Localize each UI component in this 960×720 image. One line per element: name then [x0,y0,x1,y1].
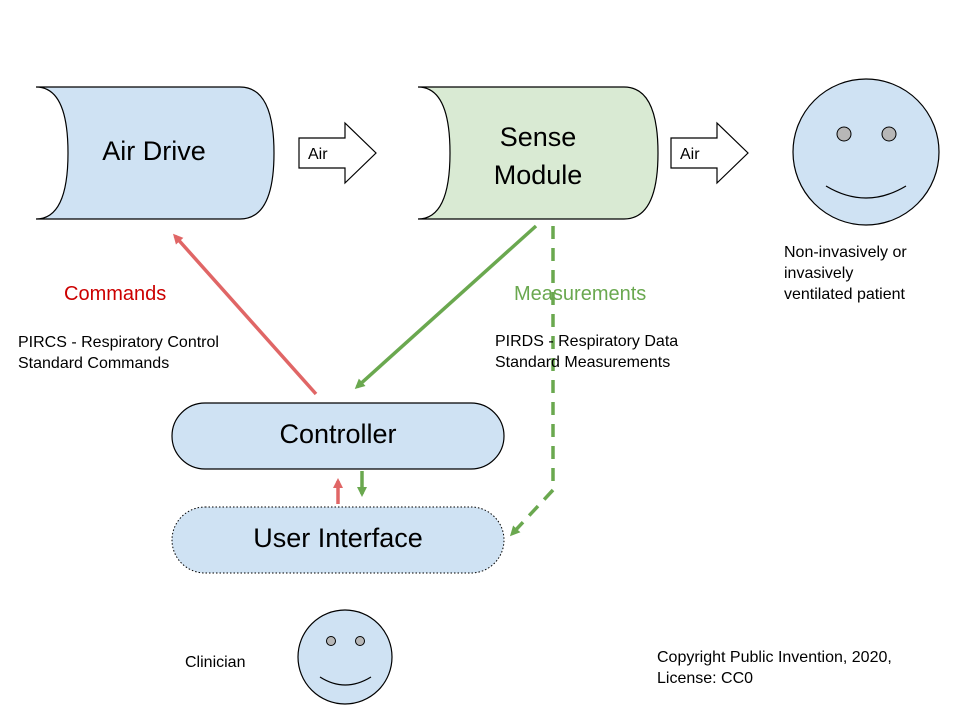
measurements-arrow [354,224,538,390]
patient-line-1: Non-invasively or [784,244,907,261]
pircs-line-2: Standard Commands [18,355,170,372]
pirds-line-2: Standard Measurements [495,354,671,371]
patient-line-2: invasively [784,265,854,282]
commands-arrow [173,233,318,396]
air-arrow-1 [298,121,377,185]
pircs-line-1: PIRCS - Respiratory Control [18,334,219,351]
sense-module-label-line1: Sense [499,122,577,152]
user-interface-node [171,506,505,574]
air-label-2: Air [680,146,700,163]
pirds-description: PIRDS - Respiratory Data Standard Measur… [495,331,678,373]
controller-node [171,402,505,470]
measurements-label: Measurements [514,283,647,305]
controller-label: Controller [279,419,397,449]
clinician-label: Clinician [185,654,246,671]
copyright-line-2: License: CC0 [657,670,754,687]
commands-label: Commands [64,283,167,305]
copyright-notice: Copyright Public Invention, 2020, Licens… [657,647,892,689]
air-drive-node [35,86,275,220]
air-label-1: Air [308,146,328,163]
pirds-line-1: PIRDS - Respiratory Data [495,333,679,350]
pircs-description: PIRCS - Respiratory Control Standard Com… [18,332,219,374]
copyright-line-1: Copyright Public Invention, 2020, [657,649,892,666]
patient-line-3: ventilated patient [784,286,905,303]
sense-module-label-line2: Module [493,160,583,190]
measurements-dashed-arrow [509,226,555,537]
sense-module-label: Sense Module [450,118,626,194]
air-arrow-2 [670,121,749,185]
air-drive-label: Air Drive [102,136,206,166]
user-interface-label: User Interface [253,523,423,553]
sense-module-node [417,86,659,220]
clinician-face-icon [297,609,393,705]
patient-label: Non-invasively or invasively ventilated … [784,242,907,305]
patient-face-icon [792,78,940,226]
